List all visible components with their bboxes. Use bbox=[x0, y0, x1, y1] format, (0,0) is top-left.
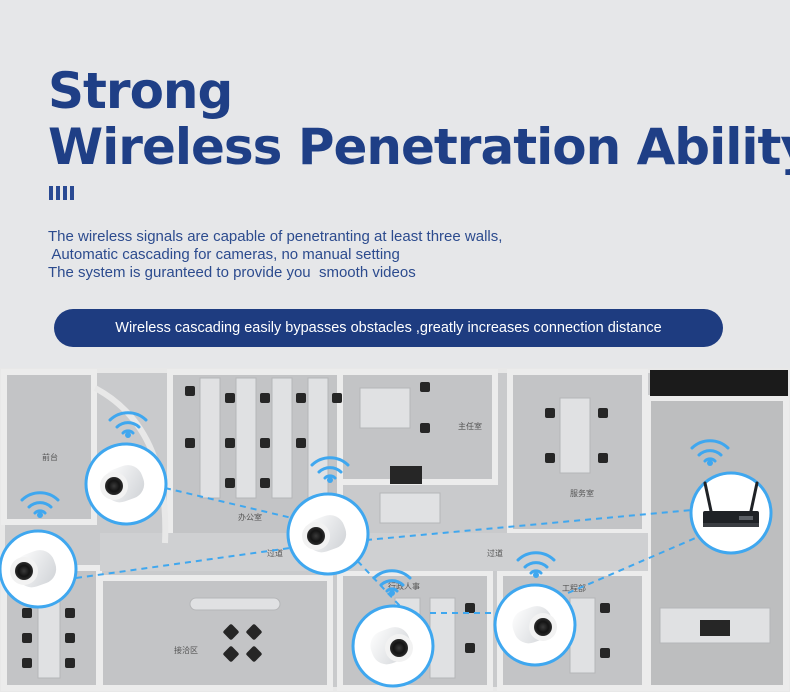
description-line2: Automatic cascading for cameras, no manu… bbox=[48, 246, 400, 263]
room-label-service: 服务室 bbox=[570, 488, 594, 498]
floor-plan: 前台 办公室 主任室 服务室 过道 过道 行政人事 工程部 接洽区 bbox=[0, 368, 790, 692]
wifi-icon bbox=[690, 439, 730, 463]
camera-node-5 bbox=[493, 583, 577, 667]
wifi-icons bbox=[20, 411, 730, 593]
wifi-icon bbox=[108, 411, 148, 435]
room-label-director: 主任室 bbox=[458, 421, 482, 431]
room-label-corridor-1: 过道 bbox=[267, 548, 283, 558]
nvr-icon bbox=[703, 481, 759, 527]
nvr-node bbox=[689, 471, 773, 555]
room-label-reception: 前台 bbox=[42, 452, 58, 462]
headline-line2: Wireless Penetration Ability bbox=[48, 118, 790, 176]
accent-bars bbox=[49, 186, 74, 200]
wifi-icon bbox=[20, 491, 60, 515]
wifi-icon bbox=[310, 456, 350, 480]
camera-node-1 bbox=[84, 442, 168, 526]
room-label-engineering: 工程部 bbox=[562, 583, 586, 593]
room-label-lounge: 接洽区 bbox=[174, 645, 198, 655]
camera-node-2 bbox=[286, 492, 370, 576]
banner-text: Wireless cascading easily bypasses obsta… bbox=[115, 320, 662, 336]
description-line1: The wireless signals are capable of pene… bbox=[48, 228, 503, 245]
room-label-office: 办公室 bbox=[238, 512, 262, 522]
hero-section: Strong Wireless Penetration Ability The … bbox=[48, 62, 790, 347]
banner-pill: Wireless cascading easily bypasses obsta… bbox=[54, 309, 723, 347]
description-line3: The system is guranteed to provide you s… bbox=[48, 264, 416, 281]
room-label-corridor-2: 过道 bbox=[487, 548, 503, 558]
description: The wireless signals are capable of pene… bbox=[48, 228, 502, 282]
headline-line1: Strong bbox=[48, 62, 233, 120]
wifi-icon bbox=[516, 551, 556, 575]
wifi-icon bbox=[372, 569, 412, 593]
camera-node-3 bbox=[0, 529, 78, 609]
camera-node-4 bbox=[351, 604, 435, 688]
